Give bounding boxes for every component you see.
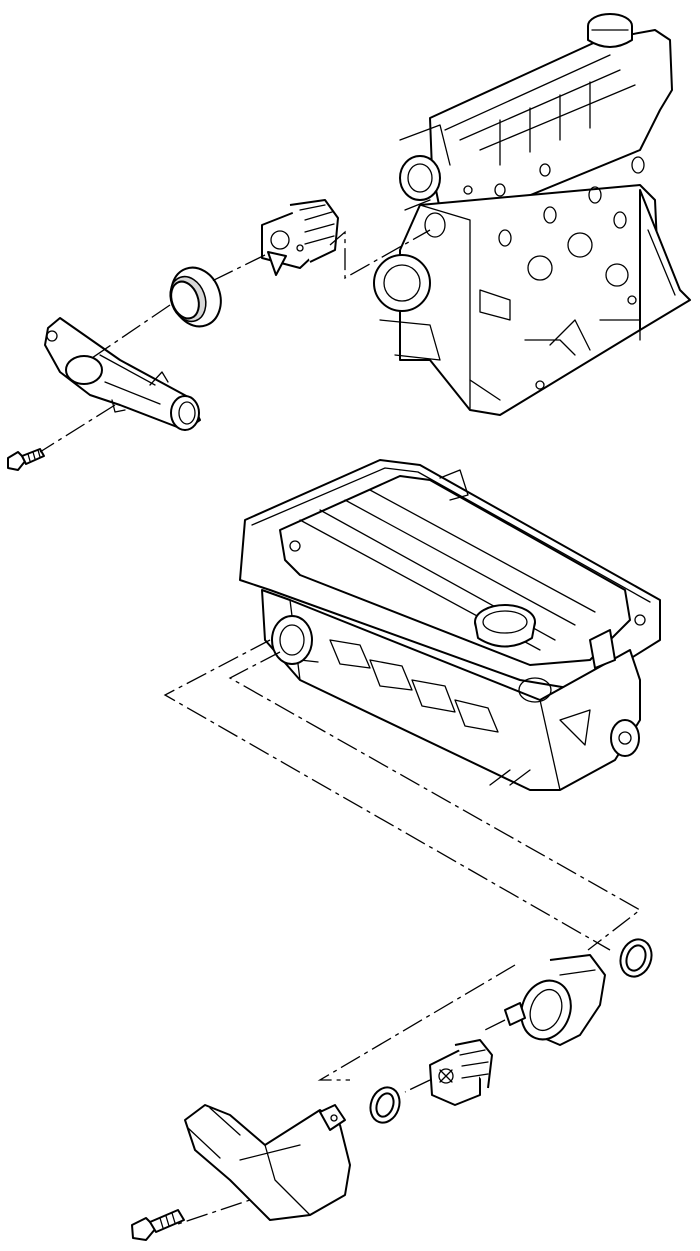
housing-upper <box>44 317 201 431</box>
o-ring-lower <box>619 938 653 978</box>
assembly-line-low-1 <box>317 964 516 1081</box>
cover-elbow <box>184 1104 351 1221</box>
assembly-line-mid-2 <box>228 651 642 951</box>
bolt-upper <box>7 448 45 471</box>
cylinder-head <box>239 459 661 791</box>
thermostat-upper <box>261 199 339 276</box>
assembly-line-upper-2 <box>209 254 266 283</box>
thermostat-lower <box>429 1039 493 1106</box>
housing-lower <box>504 954 606 1046</box>
seal-lower <box>369 1086 401 1124</box>
assembly-line-upper-3 <box>91 304 171 359</box>
bolt-lower <box>131 1209 185 1241</box>
seal-ring-upper <box>169 266 222 328</box>
assembly-line-low-2 <box>484 1019 506 1031</box>
assembly-line-upper-4 <box>39 404 116 453</box>
assembly-line-low-3 <box>404 1079 431 1093</box>
assembly-line-upper-1 <box>329 229 431 280</box>
assembly-line-mid-1 <box>163 639 611 951</box>
assembly-line-low-4 <box>174 1179 311 1226</box>
engine-block-assembly <box>373 13 691 416</box>
